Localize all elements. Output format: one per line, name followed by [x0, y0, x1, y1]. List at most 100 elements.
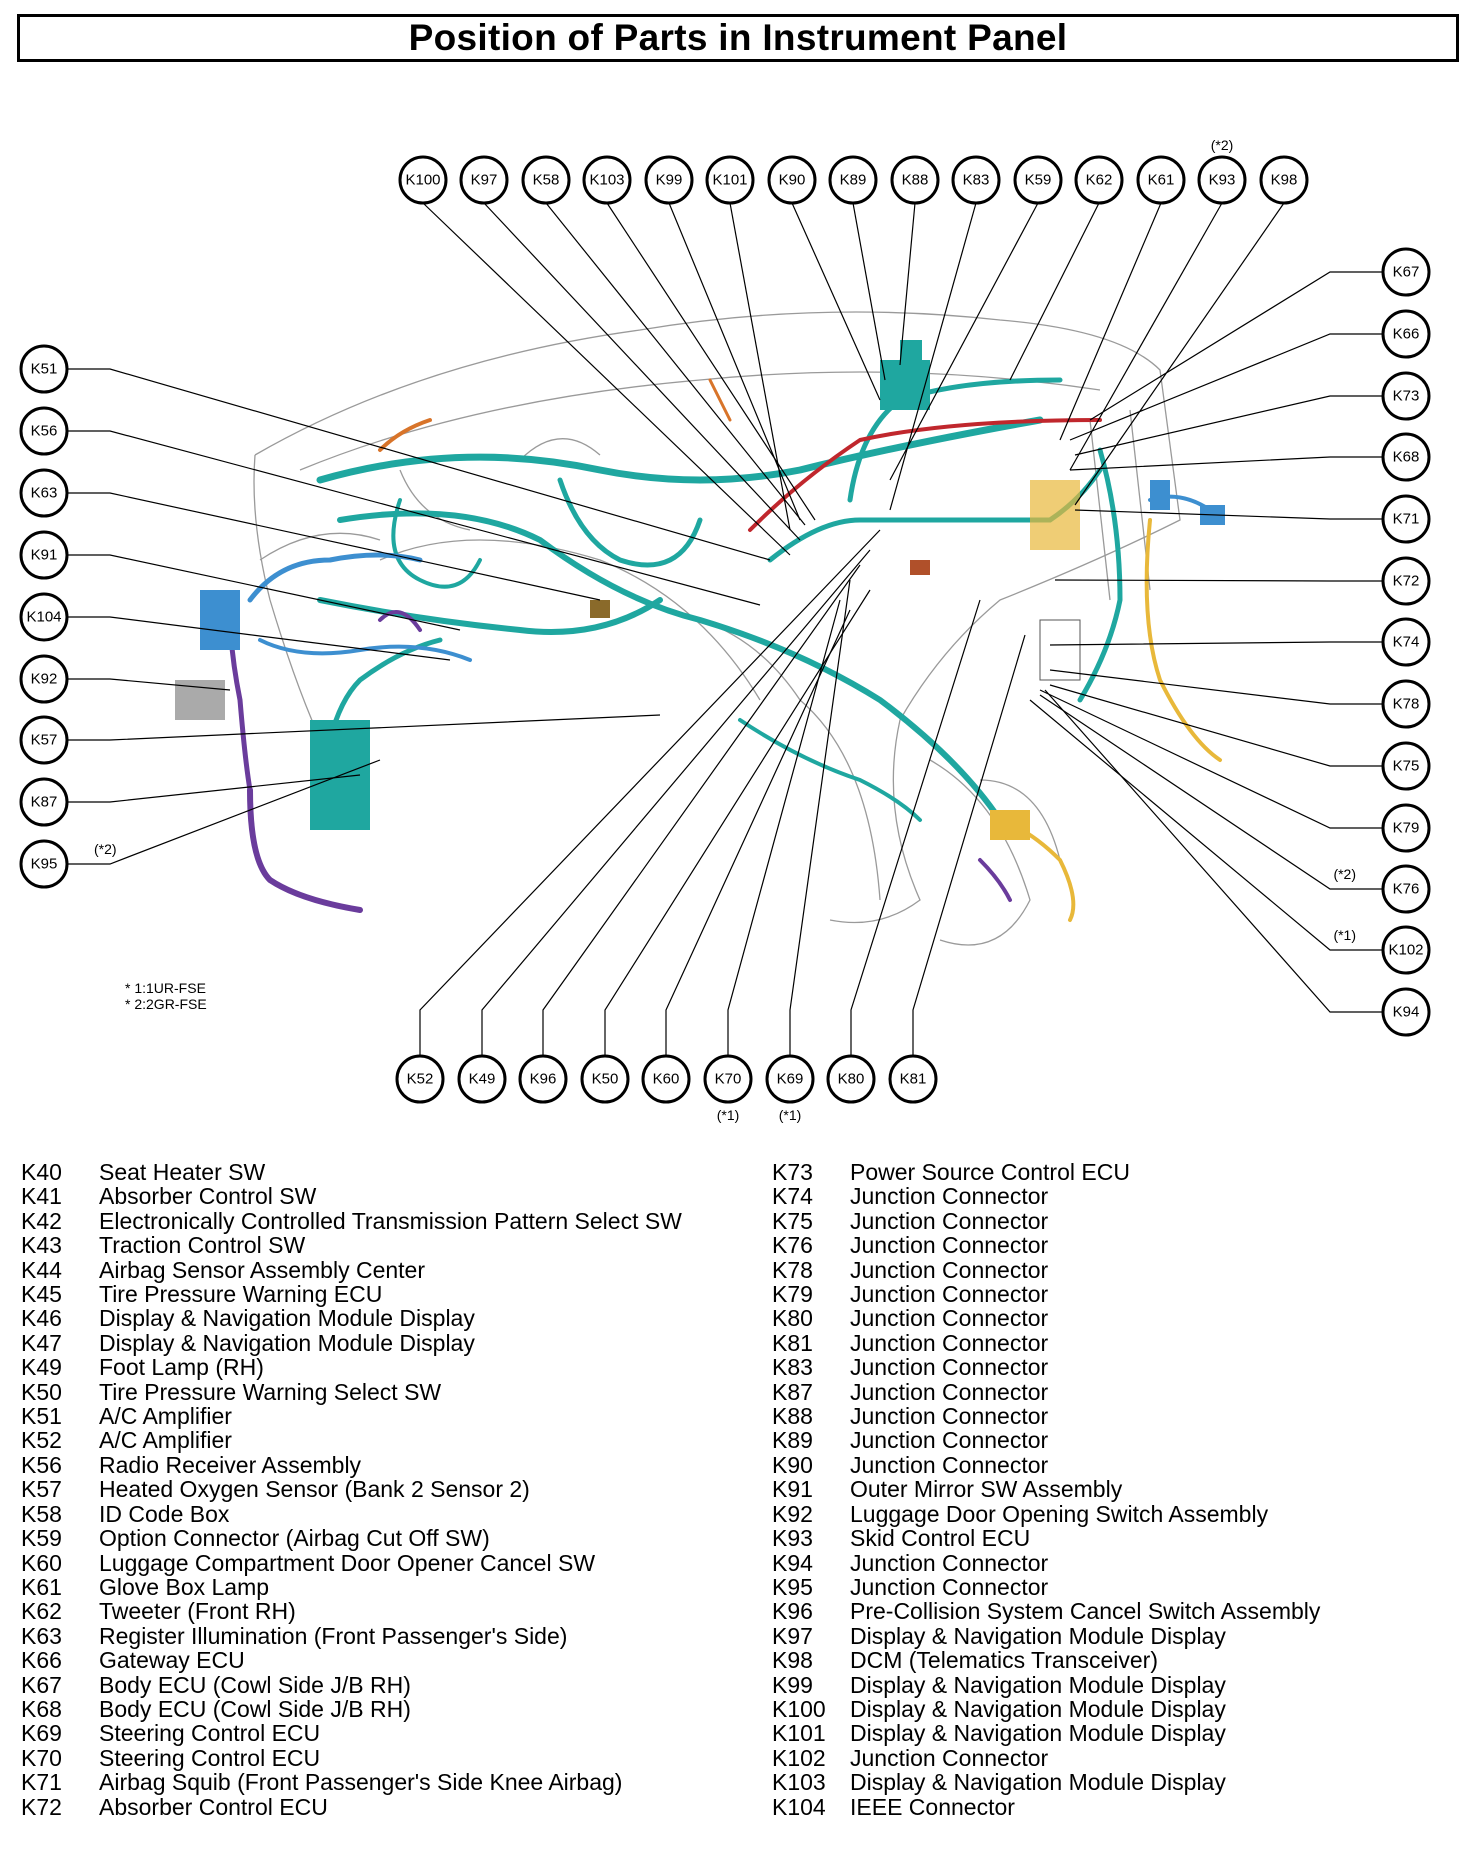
callout-k101: K101: [705, 155, 755, 205]
legend-description: Airbag Sensor Assembly Center: [99, 1256, 425, 1283]
callout-label: K59: [1025, 172, 1052, 189]
callout-label: K66: [1393, 326, 1420, 343]
callout-label: K95: [31, 856, 58, 873]
legend-description: Junction Connector: [850, 1232, 1049, 1259]
callout-circle: [703, 1054, 753, 1104]
legend-code: K102: [772, 1744, 826, 1771]
leader-line: [899, 202, 916, 366]
callout-note: (*2): [1333, 866, 1356, 882]
callout-k62: K62: [1074, 155, 1124, 205]
callout-circle: [1381, 925, 1431, 975]
callout-k89: K89: [828, 155, 878, 205]
callout-k58: K58: [521, 155, 571, 205]
callout-circle: [457, 1054, 507, 1104]
legend-description: Junction Connector: [850, 1573, 1049, 1600]
leader-line: [1074, 395, 1383, 456]
leader-line: [1074, 202, 1285, 506]
legend-row-k59: K59 Option Connector (Airbag Cut Off SW): [21, 1525, 719, 1552]
legend-description: Display & Navigation Module Display: [850, 1695, 1226, 1722]
legend-code: K98: [772, 1647, 813, 1674]
leader-line: [1049, 669, 1383, 705]
callout-circle: [765, 1054, 815, 1104]
leader-line: [67, 774, 361, 803]
legend-code: K79: [772, 1281, 813, 1308]
callout-circle: [641, 1054, 691, 1104]
legend-description: Power Source Control ECU: [850, 1159, 1130, 1185]
legend-row-k58: K58 ID Code Box: [21, 1500, 719, 1527]
footnotes: * 1:1UR-FSE * 2:2GR-FSE: [125, 980, 207, 1012]
legend-description: Outer Mirror SW Assembly: [850, 1476, 1123, 1503]
leader-line: [1009, 202, 1100, 381]
leader-line: [422, 202, 791, 556]
legend-code: K67: [21, 1671, 62, 1698]
legend-code: K104: [772, 1793, 826, 1820]
callout-k104: K104: [19, 592, 69, 642]
legend-description: Option Connector (Airbag Cut Off SW): [99, 1525, 490, 1552]
components: [175, 340, 1225, 840]
legend-description: Absorber Control SW: [99, 1183, 317, 1210]
callout-label: K68: [1393, 449, 1420, 466]
callout-label: K104: [26, 609, 61, 626]
legend-code: K58: [21, 1500, 62, 1527]
leader-line: [912, 634, 1026, 1056]
legend-description: IEEE Connector: [850, 1793, 1015, 1820]
legend-description: Traction Control SW: [99, 1232, 306, 1259]
legend-description: Junction Connector: [850, 1451, 1049, 1478]
legend-description: Heated Oxygen Sensor (Bank 2 Sensor 2): [99, 1476, 530, 1503]
callout-k93: K93: [1197, 155, 1247, 205]
legend-code: K63: [21, 1622, 62, 1649]
callout-circle: [826, 1054, 876, 1104]
callout-label: K91: [31, 547, 58, 564]
leader-line: [1039, 694, 1383, 890]
callout-circle: [19, 406, 69, 456]
callout-circle: [395, 1054, 445, 1104]
callout-circle: [19, 839, 69, 889]
callout-label: K52: [407, 1071, 434, 1088]
legend-description: Luggage Door Opening Switch Assembly: [850, 1500, 1269, 1527]
callout-circle: [1381, 309, 1431, 359]
leader-line: [1039, 689, 1383, 829]
legend-description: Junction Connector: [850, 1281, 1049, 1308]
callout-circle: [767, 155, 817, 205]
legend-code: K88: [772, 1403, 813, 1430]
leader-line: [668, 202, 801, 521]
callout-circle: [19, 777, 69, 827]
leader-line: [67, 714, 661, 741]
callout-label: K102: [1388, 942, 1423, 959]
legend-description: Skid Control ECU: [850, 1525, 1031, 1552]
leader-line: [889, 202, 1039, 481]
legend-code: K78: [772, 1256, 813, 1283]
legend-description: A/C Amplifier: [99, 1427, 232, 1454]
legend-description: Junction Connector: [850, 1549, 1049, 1576]
callout-label: K61: [1148, 172, 1175, 189]
callout-circle: [705, 155, 755, 205]
callout-label: K69: [777, 1071, 804, 1088]
legend-description: Junction Connector: [850, 1256, 1049, 1283]
callout-circle: [644, 155, 694, 205]
callout-circle: [1259, 155, 1309, 205]
legend-description: ID Code Box: [99, 1500, 230, 1527]
leader-line: [1069, 333, 1383, 441]
legend-code: K59: [21, 1525, 62, 1552]
callout-label: K90: [779, 172, 806, 189]
legend-code: K96: [772, 1598, 813, 1625]
callout-circle: [951, 155, 1001, 205]
callout-label: K93: [1209, 172, 1236, 189]
callout-label: K63: [31, 485, 58, 502]
legend-row-k79: K79 Junction Connector: [772, 1281, 1320, 1308]
leader-line: [1049, 641, 1383, 646]
